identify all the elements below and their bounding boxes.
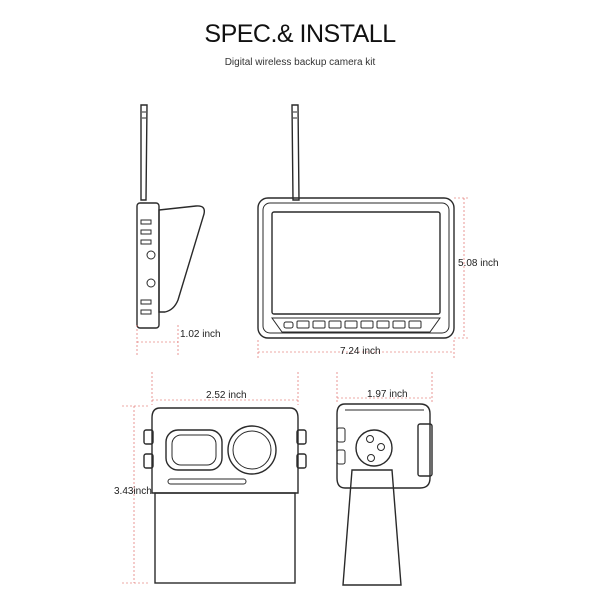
monitor-side-stand xyxy=(158,205,206,313)
camera-ir-window xyxy=(165,429,223,471)
monitor-button-row xyxy=(283,320,422,329)
camera-pivot xyxy=(355,429,393,467)
monitor-front-view xyxy=(257,104,455,339)
camera-side-housing xyxy=(336,403,431,489)
monitor-housing xyxy=(257,197,455,339)
monitor-height-label: 5.08 inch xyxy=(458,258,499,269)
camera-depth-label: 1.97 inch xyxy=(367,389,408,400)
page-subtitle: Digital wireless backup camera kit xyxy=(224,57,376,68)
monitor-side-body xyxy=(136,202,160,329)
monitor-front-antenna xyxy=(291,104,300,201)
monitor-side-view xyxy=(136,104,206,329)
page-title: SPEC.& INSTALL xyxy=(204,20,396,48)
camera-mount-plate xyxy=(154,492,296,584)
camera-height-label: 3.43inch xyxy=(114,486,152,497)
monitor-width-label: 7.24 inch xyxy=(340,346,381,357)
camera-side-view xyxy=(336,403,433,586)
monitor-depth-label: 1.02 inch xyxy=(180,329,221,340)
camera-lens xyxy=(227,425,277,475)
camera-housing xyxy=(151,407,299,494)
camera-width-label: 2.52 inch xyxy=(206,390,247,401)
monitor-side-antenna xyxy=(140,104,148,201)
monitor-screen xyxy=(271,211,441,315)
camera-side-bracket xyxy=(342,469,402,586)
camera-front-view xyxy=(143,407,307,584)
